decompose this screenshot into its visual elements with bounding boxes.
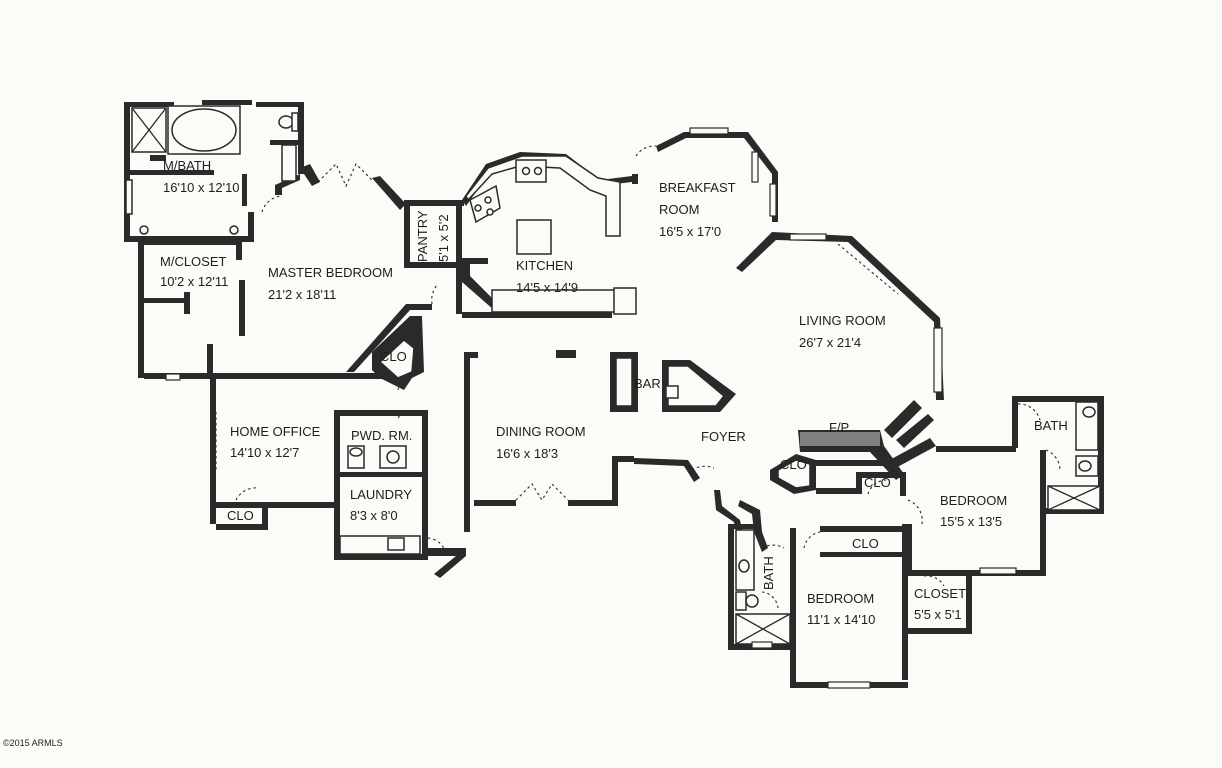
master-closet-size: 10'2 x 12'11 bbox=[160, 274, 228, 289]
bath-left-label: BATH bbox=[761, 556, 776, 590]
right-wing-walls bbox=[728, 396, 1104, 689]
closet-label-2: CLO bbox=[227, 508, 254, 523]
bedroom-center-size: 11'1 x 14'10 bbox=[807, 612, 875, 627]
dining-room-label: DINING ROOM bbox=[496, 424, 586, 439]
door-swings bbox=[215, 145, 1061, 609]
bedroom-center-label: BEDROOM bbox=[807, 591, 874, 606]
master-bath-fixtures bbox=[125, 105, 299, 381]
home-office-size: 14'10 x 12'7 bbox=[230, 445, 299, 460]
closet-size: 5'5 x 5'1 bbox=[914, 607, 962, 622]
breakfast-room-label-1: BREAKFAST bbox=[659, 180, 736, 195]
dining-foyer-walls bbox=[428, 456, 768, 578]
master-bath-label: M/BATH bbox=[163, 158, 211, 173]
closet-label-4: CLO bbox=[864, 475, 891, 490]
breakfast-room-label-2: ROOM bbox=[659, 202, 699, 217]
bedroom-right-size: 15'5 x 13'5 bbox=[940, 514, 1002, 529]
copyright-label: ©2015 ARMLS bbox=[3, 738, 63, 748]
master-bedroom-label: MASTER BEDROOM bbox=[268, 265, 393, 280]
closet-label-1: CLO bbox=[380, 349, 407, 364]
powder-room-label: PWD. RM. bbox=[351, 428, 412, 443]
bar-label: BAR bbox=[634, 376, 661, 391]
closet-label-5: CLO bbox=[852, 536, 879, 551]
laundry-size: 8'3 x 8'0 bbox=[350, 508, 398, 523]
laundry-label: LAUNDRY bbox=[350, 487, 412, 502]
living-room-size: 26'7 x 21'4 bbox=[799, 335, 861, 350]
bar-fireplace bbox=[464, 350, 904, 532]
master-suite-walls bbox=[124, 100, 432, 390]
living-room-label: LIVING ROOM bbox=[799, 313, 886, 328]
closet-label: CLOSET bbox=[914, 586, 966, 601]
home-office-label: HOME OFFICE bbox=[230, 424, 321, 439]
kitchen-size: 14'5 x 14'9 bbox=[516, 280, 578, 295]
breakfast-living-walls bbox=[656, 127, 944, 470]
foyer-label: FOYER bbox=[701, 429, 746, 444]
kitchen-label: KITCHEN bbox=[516, 258, 573, 273]
master-closet-label: M/CLOSET bbox=[160, 254, 227, 269]
room-labels: M/BATH 16'10 x 12'10 M/CLOSET 10'2 x 12'… bbox=[3, 158, 1068, 748]
office-laundry-walls bbox=[210, 374, 428, 560]
pantry-label: PANTRY bbox=[415, 210, 430, 262]
dining-room-size: 16'6 x 18'3 bbox=[496, 446, 558, 461]
master-bath-size: 16'10 x 12'10 bbox=[163, 180, 240, 195]
master-bedroom-size: 21'2 x 18'11 bbox=[268, 287, 336, 302]
kitchen-walls bbox=[404, 152, 638, 318]
breakfast-room-size: 16'5 x 17'0 bbox=[659, 224, 721, 239]
fireplace-label: F/P bbox=[829, 420, 849, 435]
closet-label-3: CLO bbox=[780, 457, 807, 472]
bedroom-right-label: BEDROOM bbox=[940, 493, 1007, 508]
bath-right-label: BATH bbox=[1034, 418, 1068, 433]
pantry-size: 5'1 x 5'2 bbox=[436, 214, 451, 262]
